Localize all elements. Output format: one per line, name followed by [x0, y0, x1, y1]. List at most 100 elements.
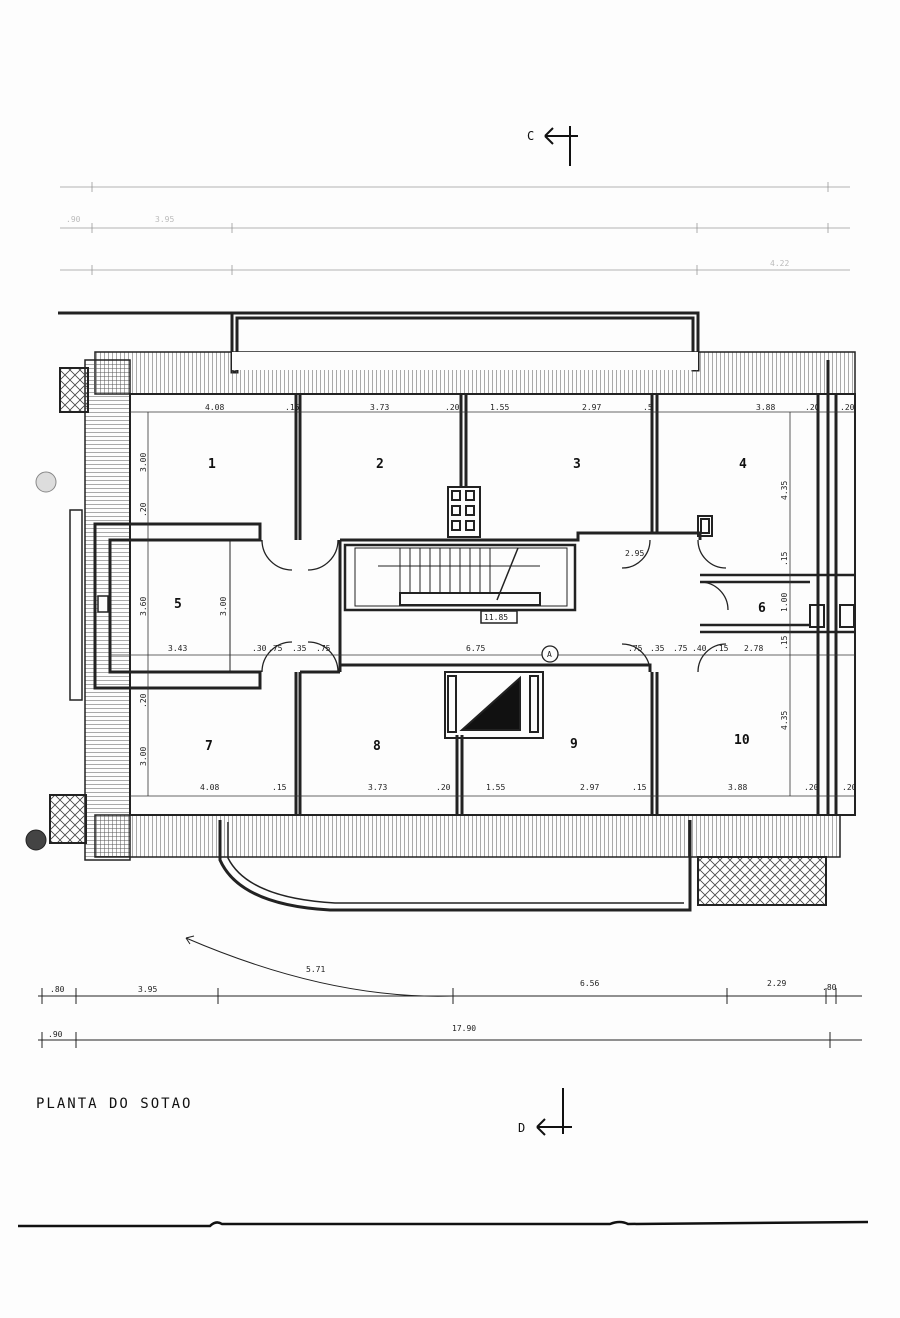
- dim-misc-1: 2.95: [625, 549, 644, 558]
- top-dim-faint-2: 3.95: [155, 215, 174, 224]
- dims-vertical-right: 4.35 .15 1.00 .15 4.35: [780, 481, 789, 730]
- chimney-bottom: [444, 671, 544, 739]
- section-mark-c: C: [527, 126, 578, 166]
- room-label-3: 3: [573, 457, 581, 472]
- room-label-4: 4: [739, 457, 747, 472]
- dim-chain-2: 3.95: [138, 985, 157, 994]
- dim-top-1: 4.08: [205, 403, 224, 412]
- room-labels: 1 2 3 4 5 6 7 8 9 10: [174, 457, 766, 754]
- dim-corr-8: .35: [650, 644, 665, 653]
- dim-corr-12: 2.78: [744, 644, 763, 653]
- dim-top-4: .20: [445, 403, 460, 412]
- dim-top-10: .20: [840, 403, 855, 412]
- top-wall-band: [94, 351, 856, 395]
- dim-vr-5: 4.35: [780, 711, 789, 730]
- room-label-10: 10: [734, 733, 750, 748]
- dim-corr-2: .30: [252, 644, 267, 653]
- dim-bottom-5: 1.55: [486, 783, 505, 792]
- punch-hole-top: [35, 471, 57, 493]
- dim-top-6: 2.97: [582, 403, 601, 412]
- dim-bottom-1: 4.08: [200, 783, 219, 792]
- room-label-5: 5: [174, 597, 182, 612]
- dim-bottom-7: .15: [632, 783, 647, 792]
- room-6-walls: [700, 573, 855, 634]
- dim-top-3: 3.73: [370, 403, 389, 412]
- room-label-1: 1: [208, 457, 216, 472]
- dim-top-9: .20: [805, 403, 820, 412]
- dim-corr-7: .75: [628, 644, 643, 653]
- dim-bottom-9: .20: [804, 783, 819, 792]
- dims-bottom-row: 4.08 .15 3.73 .20 1.55 2.97 .15 3.88 .20…: [200, 783, 857, 792]
- stair-level-label: 11.85: [484, 613, 508, 622]
- dim-top-8: 3.88: [756, 403, 775, 412]
- dim-vr-4: .15: [780, 635, 789, 650]
- dim-vl-3: 3.60: [139, 597, 148, 616]
- left-window-top: [59, 367, 89, 413]
- room-label-2: 2: [376, 457, 384, 472]
- terrace-planter: [697, 856, 827, 906]
- dim-chain-1: .80: [50, 985, 65, 994]
- dim-total-2: 17.90: [452, 1024, 476, 1033]
- section-mark-d: D: [518, 1088, 572, 1136]
- dim-chain-6: .80: [822, 983, 837, 992]
- sheet-bottom-line: [18, 1220, 869, 1228]
- section-label-d: D: [518, 1121, 525, 1135]
- dim-vr-1: 4.35: [780, 481, 789, 500]
- curved-terrace: [218, 820, 692, 912]
- staircase: [343, 543, 577, 612]
- room-label-8: 8: [373, 739, 381, 754]
- dim-vl-4: 3.00: [219, 597, 228, 616]
- dim-top-5: 1.55: [490, 403, 509, 412]
- dim-chain-4: 6.56: [580, 979, 599, 988]
- dim-corr-11: .15: [714, 644, 729, 653]
- dim-vr-2: .15: [780, 551, 789, 566]
- dim-bottom-2: .15: [272, 783, 287, 792]
- arc-dimension: [185, 937, 454, 997]
- dim-corr-4: .35: [292, 644, 307, 653]
- dim-bottom-3: 3.73: [368, 783, 387, 792]
- dim-total-1: .90: [48, 1030, 63, 1039]
- stair-level-box: [480, 610, 518, 624]
- roof-outline-top: [58, 311, 700, 374]
- interior-dimension-lines: [110, 411, 855, 797]
- dim-bottom-6: 2.97: [580, 783, 599, 792]
- top-dimension-lines: [60, 182, 850, 275]
- dim-vl-6: 3.00: [139, 747, 148, 766]
- bottom-wall-band: [94, 814, 841, 858]
- dim-top-7: .5: [643, 403, 653, 412]
- dim-corr-6: 6.75: [466, 644, 485, 653]
- left-window-bottom: [49, 794, 87, 844]
- dim-bottom-4: .20: [436, 783, 451, 792]
- dims-corridor: 3.43 .30 .75 .35 .75 6.75 .75 .35 .75 .4…: [168, 644, 763, 653]
- top-dim-faint-3: 4.22: [770, 259, 789, 268]
- room-label-9: 9: [570, 737, 578, 752]
- room-5-walls: [93, 522, 262, 690]
- section-label-c: C: [527, 129, 534, 143]
- vent-room-4: [697, 515, 713, 537]
- drawing-title: PLANTA DO SOTAO: [36, 1096, 193, 1112]
- section-circle-label: A: [547, 650, 552, 659]
- chimney-top: [447, 486, 481, 538]
- room-label-6: 6: [758, 601, 766, 616]
- dim-corr-5: .75: [316, 644, 331, 653]
- dim-vl-2: .20: [139, 502, 148, 517]
- dim-corr-3: .75: [268, 644, 283, 653]
- dim-corr-1: 3.43: [168, 644, 187, 653]
- top-dim-faint-1: .90: [66, 215, 81, 224]
- dim-corr-10: .40: [692, 644, 707, 653]
- dims-vertical-left: 3.00 .20 3.60 3.00 .20 3.00: [139, 453, 228, 766]
- dim-corr-9: .75: [673, 644, 688, 653]
- dim-bottom-10: .20: [842, 783, 857, 792]
- dim-vl-1: 3.00: [139, 453, 148, 472]
- dim-bottom-8: 3.88: [728, 783, 747, 792]
- punch-hole-bottom: [25, 829, 47, 851]
- dim-chain-5: 2.29: [767, 979, 786, 988]
- section-circle: [541, 645, 559, 663]
- dim-top-2: .15: [285, 403, 300, 412]
- dims-top-row: 4.08 .15 3.73 .20 1.55 2.97 .5 3.88 .20 …: [205, 403, 855, 412]
- bottom-dimension-lines: [38, 988, 862, 1048]
- dim-chain-3: 5.71: [306, 965, 325, 974]
- dim-vl-5: .20: [139, 693, 148, 708]
- room-label-7: 7: [205, 739, 213, 754]
